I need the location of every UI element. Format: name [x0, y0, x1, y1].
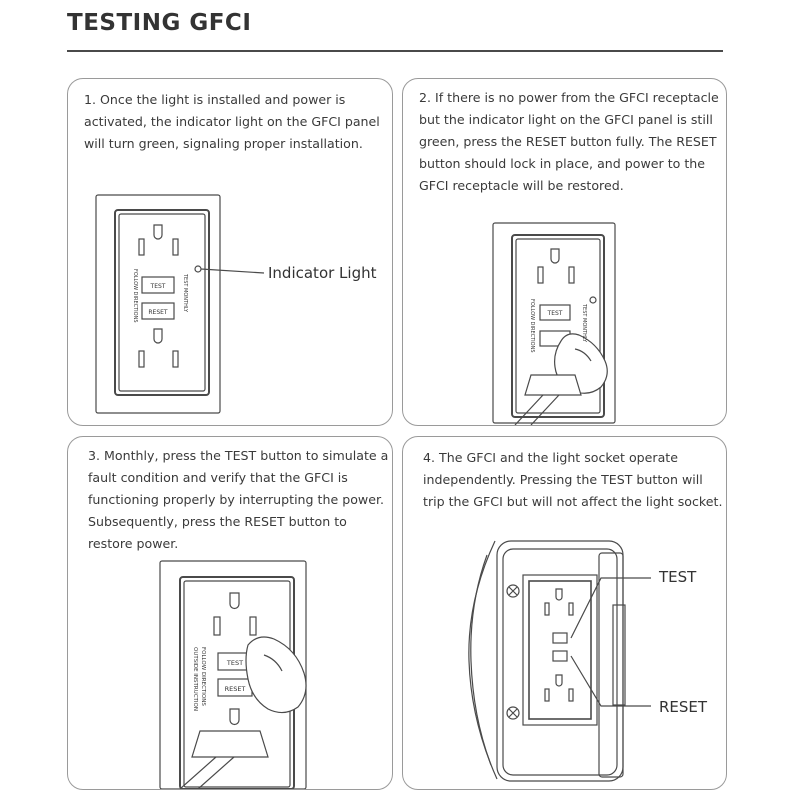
step-3-panel: 3. Monthly, press the TEST button to sim…: [67, 436, 393, 790]
title-divider: [67, 50, 723, 52]
outlet-side-text: FOLLOW DIRECTIONS: [132, 269, 138, 323]
step-2-panel: 2. If there is no power from the GFCI re…: [402, 78, 727, 426]
gfci-test-press-illustration: TEST RESET FOLLOW DIRECTIONS OUTSIDE INS…: [159, 560, 307, 789]
outlet-reset-button-label: RESET: [225, 685, 246, 693]
outlet-side-text: FOLLOW DIRECTIONS: [529, 299, 535, 353]
outlet-side-text: FOLLOW DIRECTIONS: [200, 647, 206, 706]
gfci-reset-press-illustration: TEST FOLLOW DIRECTIONS TEST MONTHLY: [492, 222, 616, 425]
step-3-text: 3. Monthly, press the TEST button to sim…: [88, 448, 389, 551]
step-1-text: 1. Once the light is installed and power…: [84, 92, 380, 151]
step-4-text: 4. The GFCI and the light socket operate…: [423, 450, 723, 509]
indicator-light-callout: Indicator Light: [268, 264, 377, 282]
page-title: TESTING GFCI: [67, 10, 252, 36]
outlet-test-button-label: TEST: [226, 659, 243, 667]
outlet-test-button-label: TEST: [150, 283, 166, 290]
outlet-side-text: TEST MONTHLY: [182, 273, 188, 313]
reset-callout: RESET: [659, 698, 708, 716]
outlet-side-text: OUTSIDE INSTRUCTION: [192, 647, 198, 711]
test-callout: TEST: [658, 568, 697, 586]
outlet-side-text: TEST MONTHLY: [581, 303, 587, 343]
step-2-text: 2. If there is no power from the GFCI re…: [419, 90, 719, 193]
gfci-fixture-illustration: TEST RESET: [468, 540, 708, 782]
outlet-reset-button-label: RESET: [148, 309, 168, 316]
step-4-panel: 4. The GFCI and the light socket operate…: [402, 436, 727, 790]
step-1-panel: 1. Once the light is installed and power…: [67, 78, 393, 426]
gfci-outlet-illustration: TEST RESET FOLLOW DIRECTIONS TEST MONTHL…: [95, 194, 377, 414]
outlet-test-button-label: TEST: [547, 310, 563, 317]
